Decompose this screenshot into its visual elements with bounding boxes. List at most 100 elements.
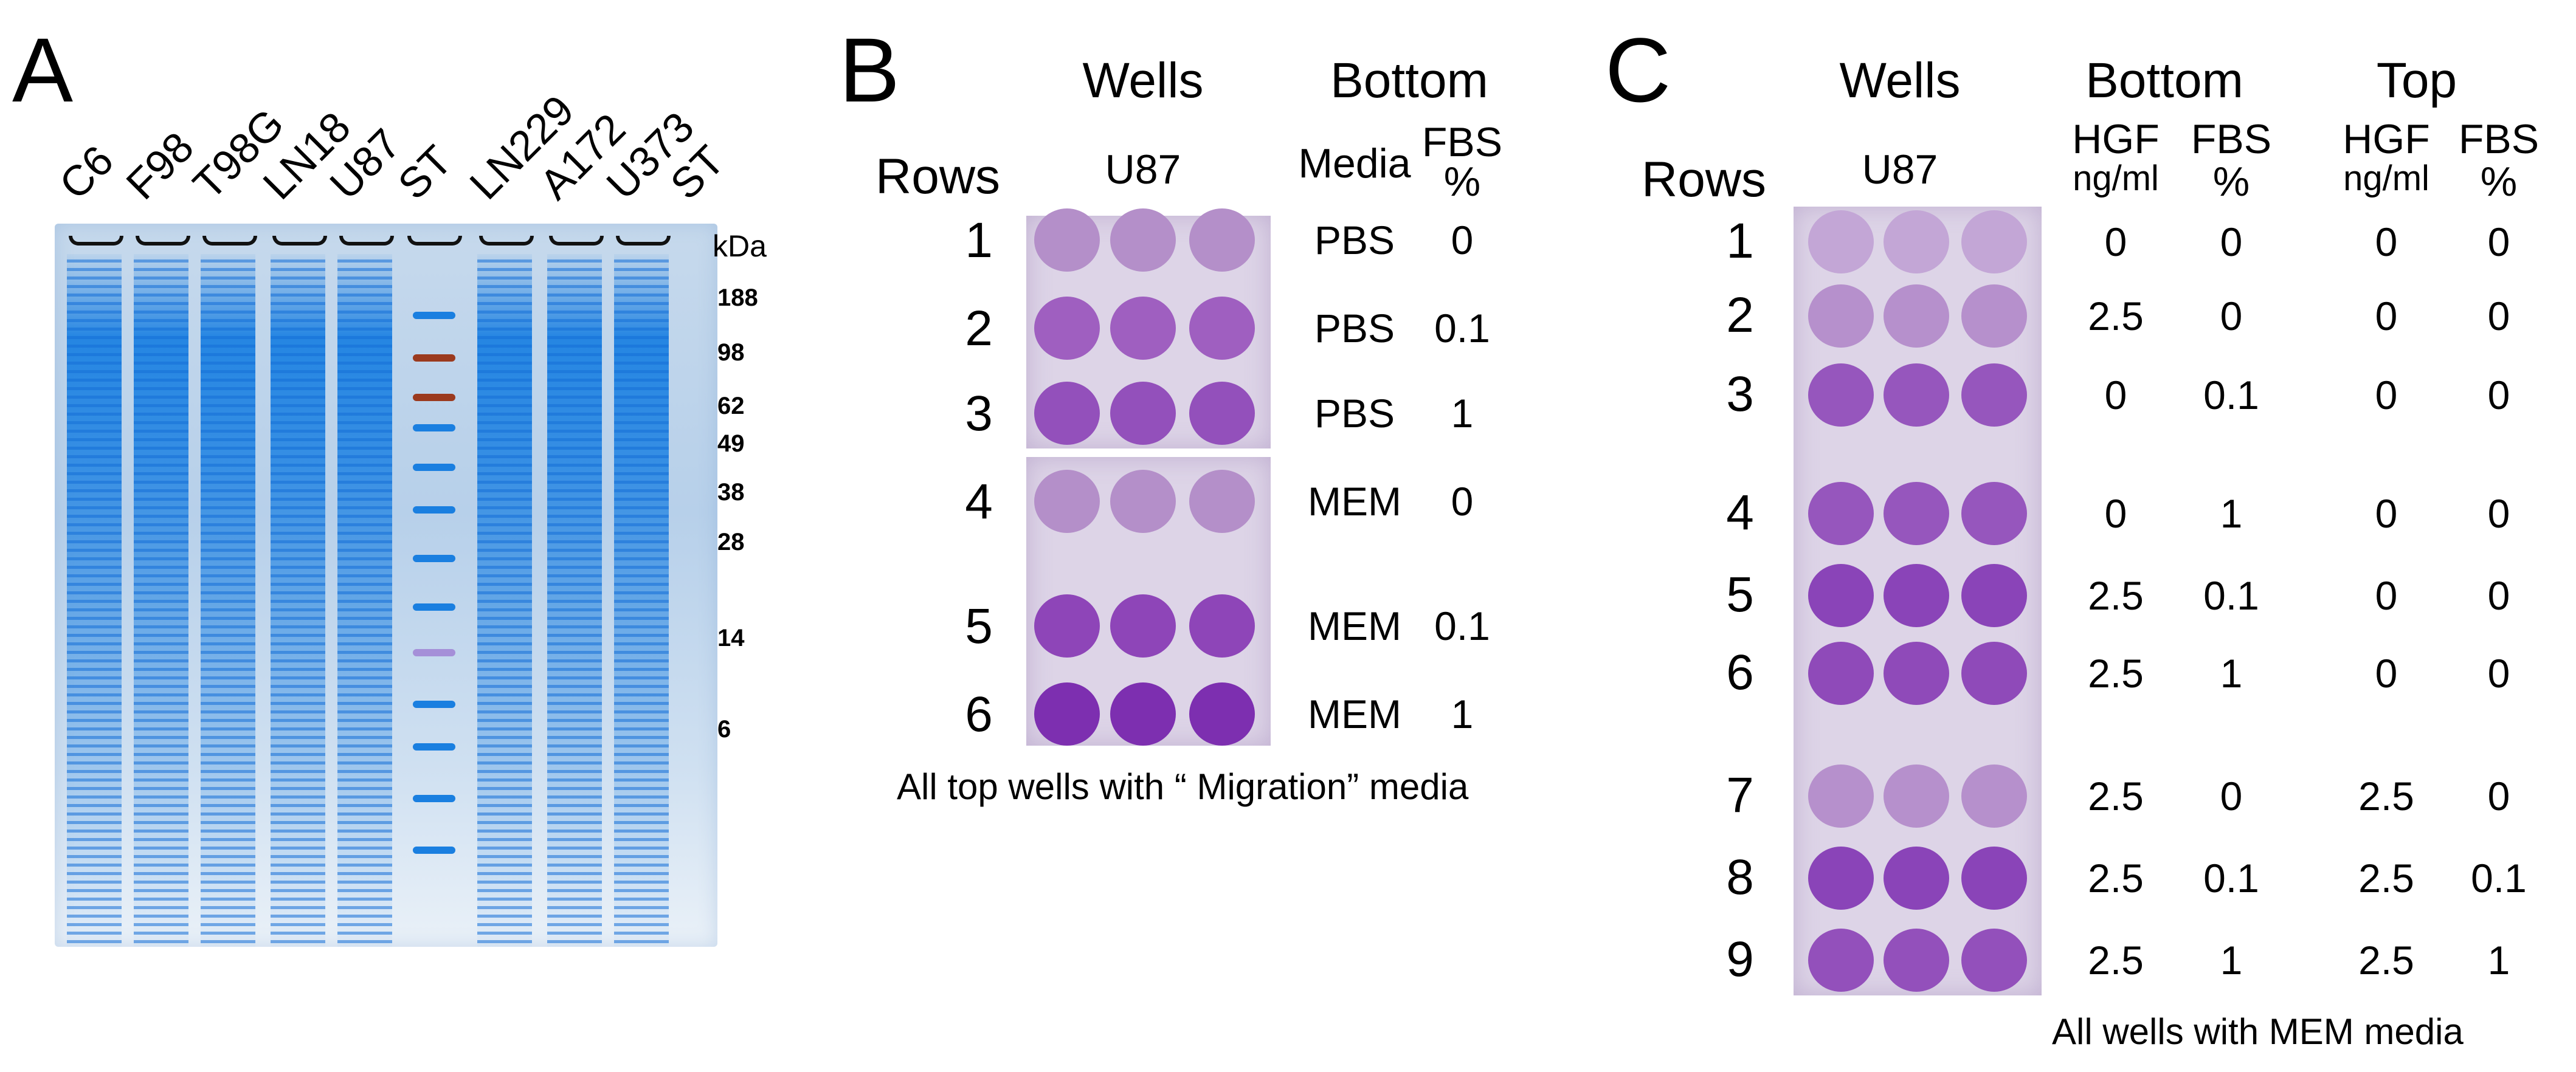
panel-c-bottom-hgf-cell: 2.5	[2088, 856, 2144, 901]
panel-b-fbs-cell: 0.1	[1434, 306, 1490, 351]
well-spot	[1189, 470, 1255, 533]
panel-c-bottom-fbs-cell: 0	[2220, 219, 2243, 264]
well-spot	[1961, 482, 2027, 545]
panel-c-row-number: 8	[1726, 850, 1754, 905]
panel-c-top-hgf-cell: 0	[2375, 651, 2398, 696]
panel-c-top-fbs-cell: 0	[2487, 774, 2510, 819]
sample-well	[202, 236, 257, 246]
panel-c-label: C	[1605, 19, 1671, 121]
well-spot	[1110, 682, 1176, 746]
sample-well	[549, 236, 604, 246]
panel-b-media-cell: MEM	[1308, 692, 1401, 737]
panel-c-row-number: 2	[1726, 287, 1754, 343]
well-spot	[1808, 764, 1874, 828]
well-spot	[1034, 208, 1100, 272]
well-spot	[1961, 847, 2027, 910]
mw-marker-label: 98	[717, 339, 745, 366]
sample-lane	[337, 254, 392, 947]
panel-c-row-number: 6	[1726, 645, 1754, 700]
panel-c-cell-line: U87	[1862, 146, 1938, 193]
well-spot	[1884, 284, 1949, 348]
panel-c-top-hgf-unit: ng/ml	[2343, 159, 2429, 198]
well-spot	[1034, 382, 1100, 445]
panel-c-bottom-fbs-cell: 0.1	[2203, 373, 2259, 417]
panel-b-bottom-header: Bottom	[1330, 53, 1488, 108]
panel-b-cell-line: U87	[1105, 146, 1181, 193]
sample-lane	[547, 254, 602, 947]
well-spot	[1110, 208, 1176, 272]
well-spot	[1808, 642, 1874, 705]
panel-b-rows-header: Rows	[875, 149, 1001, 204]
panel-c-top-fbs-cell: 1	[2487, 938, 2510, 983]
panel-c-row-number: 3	[1726, 366, 1754, 422]
panel-c-bottom-header: Bottom	[2085, 53, 2243, 108]
panel-c-row-number: 5	[1726, 567, 1754, 622]
panel-b-media-header: Media	[1298, 140, 1411, 187]
marker-band	[413, 555, 455, 562]
well-spot	[1808, 847, 1874, 910]
panel-c-row-number: 1	[1726, 213, 1754, 269]
well-spot	[1110, 382, 1176, 445]
lane-label: C6	[50, 136, 123, 208]
panel-b-fbs-cell: 0	[1451, 218, 1474, 263]
sample-well	[136, 236, 190, 246]
marker-band	[413, 312, 455, 319]
panel-c-top-hgf-cell: 0	[2375, 373, 2398, 417]
panel-b-row-number: 6	[965, 687, 993, 742]
panel-b-row-number: 5	[965, 599, 993, 654]
well-spot	[1189, 208, 1255, 272]
panel-c-bottom-hgf-cell: 2.5	[2088, 938, 2144, 983]
panel-c-top-hgf-cell: 2.5	[2358, 938, 2414, 983]
well-spot	[1808, 929, 1874, 992]
sample-well	[616, 236, 671, 246]
panel-c-bottom-fbs-header: FBS	[2191, 116, 2272, 162]
well-spot	[1034, 470, 1100, 533]
well-spot	[1961, 284, 2027, 348]
panel-c-bottom-fbs-cell: 0.1	[2203, 856, 2259, 901]
kda-unit-label: kDa	[713, 229, 767, 263]
panel-c-top-fbs-cell: 0	[2487, 373, 2510, 417]
panel-c-bottom-hgf-cell: 2.5	[2088, 651, 2144, 696]
well-spot	[1884, 363, 1949, 427]
sample-well	[339, 236, 394, 246]
sample-lane	[477, 254, 532, 947]
panel-b-row-number: 2	[965, 301, 993, 356]
panel-c-bottom-hgf-cell: 2.5	[2088, 774, 2144, 819]
panel-c-top-hgf-header: HGF	[2343, 116, 2430, 162]
marker-band	[413, 603, 455, 611]
panel-c-bottom-fbs-cell: 0	[2220, 774, 2243, 819]
panel-c-note: All wells with MEM media	[2052, 1011, 2464, 1052]
well-spot	[1961, 210, 2027, 273]
well-spot	[1110, 594, 1176, 658]
marker-band	[413, 795, 455, 802]
panel-b-fbs-header: FBS	[1421, 119, 1503, 165]
well-spot	[1884, 642, 1949, 705]
panel-b-fbs-cell: 1	[1451, 692, 1474, 737]
panel-b-media-cell: PBS	[1314, 218, 1395, 263]
well-spot	[1808, 482, 1874, 545]
panel-c-row-number: 9	[1726, 932, 1754, 987]
well-spot	[1189, 594, 1255, 658]
well-spot	[1961, 363, 2027, 427]
panel-c-top-fbs-cell: 0	[2487, 294, 2510, 338]
panel-c-bottom-fbs-unit: %	[2212, 159, 2250, 205]
well-spot	[1189, 682, 1255, 746]
marker-band	[413, 649, 455, 656]
panel-c-top-fbs-cell: 0	[2487, 219, 2510, 264]
panel-c-top-fbs-header: FBS	[2458, 116, 2540, 162]
panel-b-fbs-cell: 0.1	[1434, 603, 1490, 648]
sds-page-gel	[55, 224, 717, 947]
well-spot	[1884, 764, 1949, 828]
panel-b-media-cell: MEM	[1308, 479, 1401, 524]
mw-marker-label: 28	[717, 529, 745, 555]
panel-c-bottom-hgf-cell: 2.5	[2088, 573, 2144, 618]
well-spot	[1808, 363, 1874, 427]
marker-band	[413, 847, 455, 854]
well-spot	[1034, 682, 1100, 746]
well-spot	[1961, 929, 2027, 992]
panel-c-top-hgf-cell: 0	[2375, 573, 2398, 618]
panel-c-bottom-hgf-cell: 2.5	[2088, 294, 2144, 338]
well-spot	[1110, 297, 1176, 360]
well-spot	[1884, 847, 1949, 910]
panel-c-top-fbs-cell: 0	[2487, 573, 2510, 618]
